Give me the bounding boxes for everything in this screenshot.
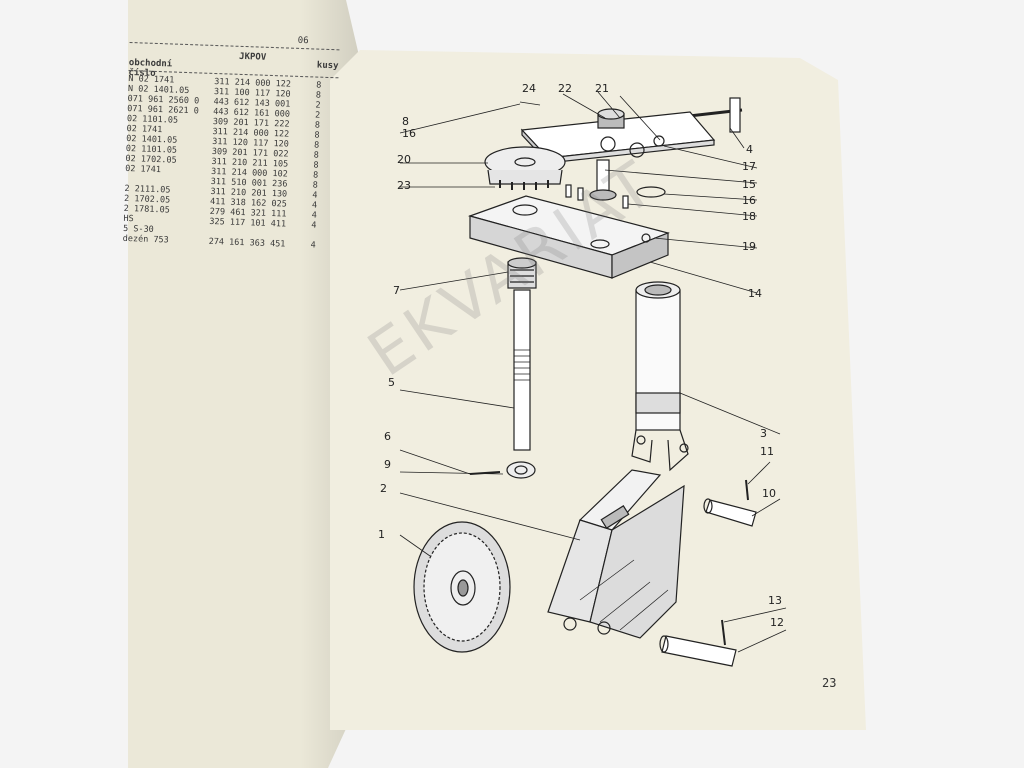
callout-7: 7 bbox=[393, 284, 400, 297]
gear-large-20 bbox=[484, 146, 566, 190]
callout-13: 13 bbox=[768, 594, 782, 607]
pin-12 bbox=[659, 635, 737, 667]
callout-2: 2 bbox=[380, 482, 387, 495]
spindle-nut-7 bbox=[507, 257, 537, 289]
wheel-1 bbox=[413, 521, 511, 653]
tube-3 bbox=[631, 281, 689, 472]
cotter-pin-13 bbox=[721, 619, 726, 646]
bevel-gear-15 bbox=[589, 159, 617, 201]
callout-10: 10 bbox=[762, 487, 776, 500]
callout-24: 24 bbox=[522, 82, 536, 95]
callout-16-washer: 16 bbox=[742, 194, 756, 207]
callout-22: 22 bbox=[558, 82, 572, 95]
callout-14: 14 bbox=[748, 287, 762, 300]
gearbox-housing bbox=[468, 195, 670, 279]
callout-17: 17 bbox=[742, 160, 756, 173]
callout-12: 12 bbox=[770, 616, 784, 629]
spindle-5 bbox=[513, 289, 531, 451]
callout-15: 15 bbox=[742, 178, 756, 191]
fork-2 bbox=[547, 469, 685, 639]
page-number: 23 bbox=[822, 676, 837, 690]
callout-4: 4 bbox=[746, 143, 753, 156]
callout-11: 11 bbox=[760, 445, 774, 458]
callout-8: 8 bbox=[402, 115, 409, 128]
callout-5: 5 bbox=[388, 376, 395, 389]
callout-1: 1 bbox=[378, 528, 385, 541]
callout-3: 3 bbox=[760, 427, 767, 440]
cotter-pin-11 bbox=[745, 479, 749, 501]
pins-18 bbox=[565, 184, 629, 209]
callout-20: 20 bbox=[397, 153, 411, 166]
washer-16 bbox=[636, 186, 666, 198]
callout-6: 6 bbox=[384, 430, 391, 443]
callout-9: 9 bbox=[384, 458, 391, 471]
leader-lines bbox=[399, 91, 787, 653]
callout-16: 16 bbox=[402, 127, 416, 140]
callout-21: 21 bbox=[595, 82, 609, 95]
callout-19: 19 bbox=[742, 240, 756, 253]
callout-18: 18 bbox=[742, 210, 756, 223]
left-page bbox=[128, 0, 364, 768]
callout-23: 23 bbox=[397, 179, 411, 192]
collar-9 bbox=[469, 461, 536, 479]
pin-10 bbox=[703, 498, 757, 527]
